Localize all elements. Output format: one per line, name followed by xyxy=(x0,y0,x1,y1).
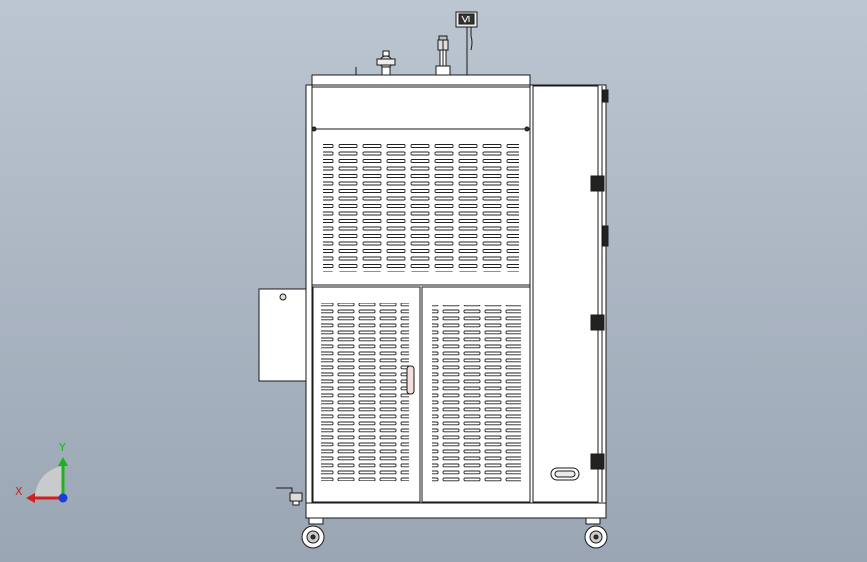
caster-left xyxy=(301,517,325,549)
door-handle[interactable] xyxy=(406,365,415,395)
x-axis-label: X xyxy=(15,485,23,498)
caster-right xyxy=(584,517,608,549)
side-panel-details xyxy=(550,89,609,481)
lower-right-door[interactable] xyxy=(421,286,531,503)
top-fittings xyxy=(355,11,478,76)
top-lid xyxy=(311,74,531,86)
axis-triad xyxy=(26,457,68,503)
upper-louver-grille xyxy=(323,144,519,272)
y-axis-label: Y xyxy=(59,441,66,454)
lower-left-door[interactable] xyxy=(312,286,421,503)
drain-valve xyxy=(276,487,303,506)
control-box xyxy=(258,288,307,382)
